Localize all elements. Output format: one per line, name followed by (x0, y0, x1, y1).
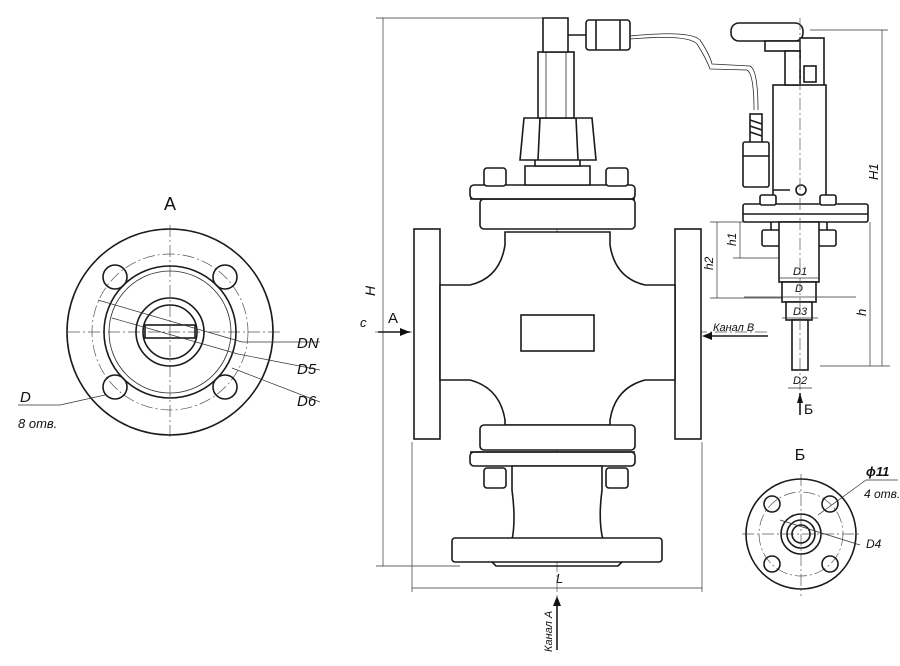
body-nameplate (520, 314, 595, 352)
lower-bonnet-flange (479, 424, 636, 451)
flange-outer-circle (66, 228, 274, 436)
valve-body (439, 231, 676, 426)
d3-label: D3 (793, 306, 808, 318)
bolt-hole (102, 374, 128, 400)
capillary-fitting (742, 141, 770, 188)
d4-label: D4 (866, 537, 882, 551)
dial-cap (730, 22, 804, 42)
bolt-nut (483, 467, 507, 489)
view-a-title: А (164, 194, 176, 214)
left-flange (413, 228, 441, 440)
holes-8-label: 8 отв. (18, 416, 57, 431)
flange-raised-face (103, 265, 237, 399)
bolt-nut (761, 229, 781, 247)
view-b-arrow-label: Б (804, 401, 813, 417)
bolt-hole (763, 495, 781, 513)
capillary-connector (585, 19, 631, 51)
bolt-hole (212, 264, 238, 290)
view-b-title: Б (795, 447, 806, 464)
h-label: h (854, 309, 869, 316)
c-label: c (360, 315, 367, 330)
view-a-flange: А DN D5 D6 D 8 отв. (18, 194, 321, 440)
view-a-arrow-label: А (388, 310, 398, 327)
bolt-nut (605, 467, 629, 489)
d1-label: D1 (793, 266, 807, 278)
bolt-hole (821, 555, 839, 573)
bolt-nut (605, 167, 629, 187)
bottom-flange (451, 537, 663, 563)
actuator-housing (772, 84, 827, 206)
hole-diameter-label: D (20, 389, 31, 406)
capillary-tube (629, 33, 759, 111)
bolt-nut (817, 229, 837, 247)
flange-bore-inner (142, 304, 198, 360)
actuator-flange (742, 203, 869, 223)
flange-b-outer (745, 478, 857, 590)
d-label: D (795, 283, 803, 295)
packing-nut (519, 117, 597, 161)
channel-b-label: Канал В (713, 322, 754, 334)
height-h-label: H (362, 285, 378, 296)
d5-label: D5 (297, 361, 317, 378)
holes-4-label: 4 отв. (864, 487, 900, 501)
bolt-hole (102, 264, 128, 290)
valve-body-view: H L (360, 17, 770, 652)
h2-small-label: h2 (702, 256, 716, 270)
h1-upper-label: H1 (866, 163, 881, 180)
d2-label: D2 (793, 375, 807, 387)
bolt-hole (821, 495, 839, 513)
thermostatic-actuator: H1 h h1 h2 (702, 18, 890, 417)
connector-body (778, 221, 820, 283)
channel-a-label: Канал А (543, 611, 555, 652)
bolt-hole (212, 374, 238, 400)
length-l-label: L (556, 571, 563, 586)
right-flange (674, 228, 702, 440)
bolt-nut (483, 167, 507, 187)
upper-bonnet-flange (479, 198, 636, 230)
d6-label: D6 (297, 393, 317, 410)
flange-bore-outer (135, 297, 205, 367)
view-b-flange: Б ϕ11 4 отв. D4 (742, 447, 900, 596)
bolt-hole (763, 555, 781, 573)
dn-label: DN (297, 335, 319, 352)
phi11-label: ϕ11 (866, 464, 889, 479)
h1-small-label: h1 (725, 233, 739, 246)
stem-tube (537, 51, 575, 119)
